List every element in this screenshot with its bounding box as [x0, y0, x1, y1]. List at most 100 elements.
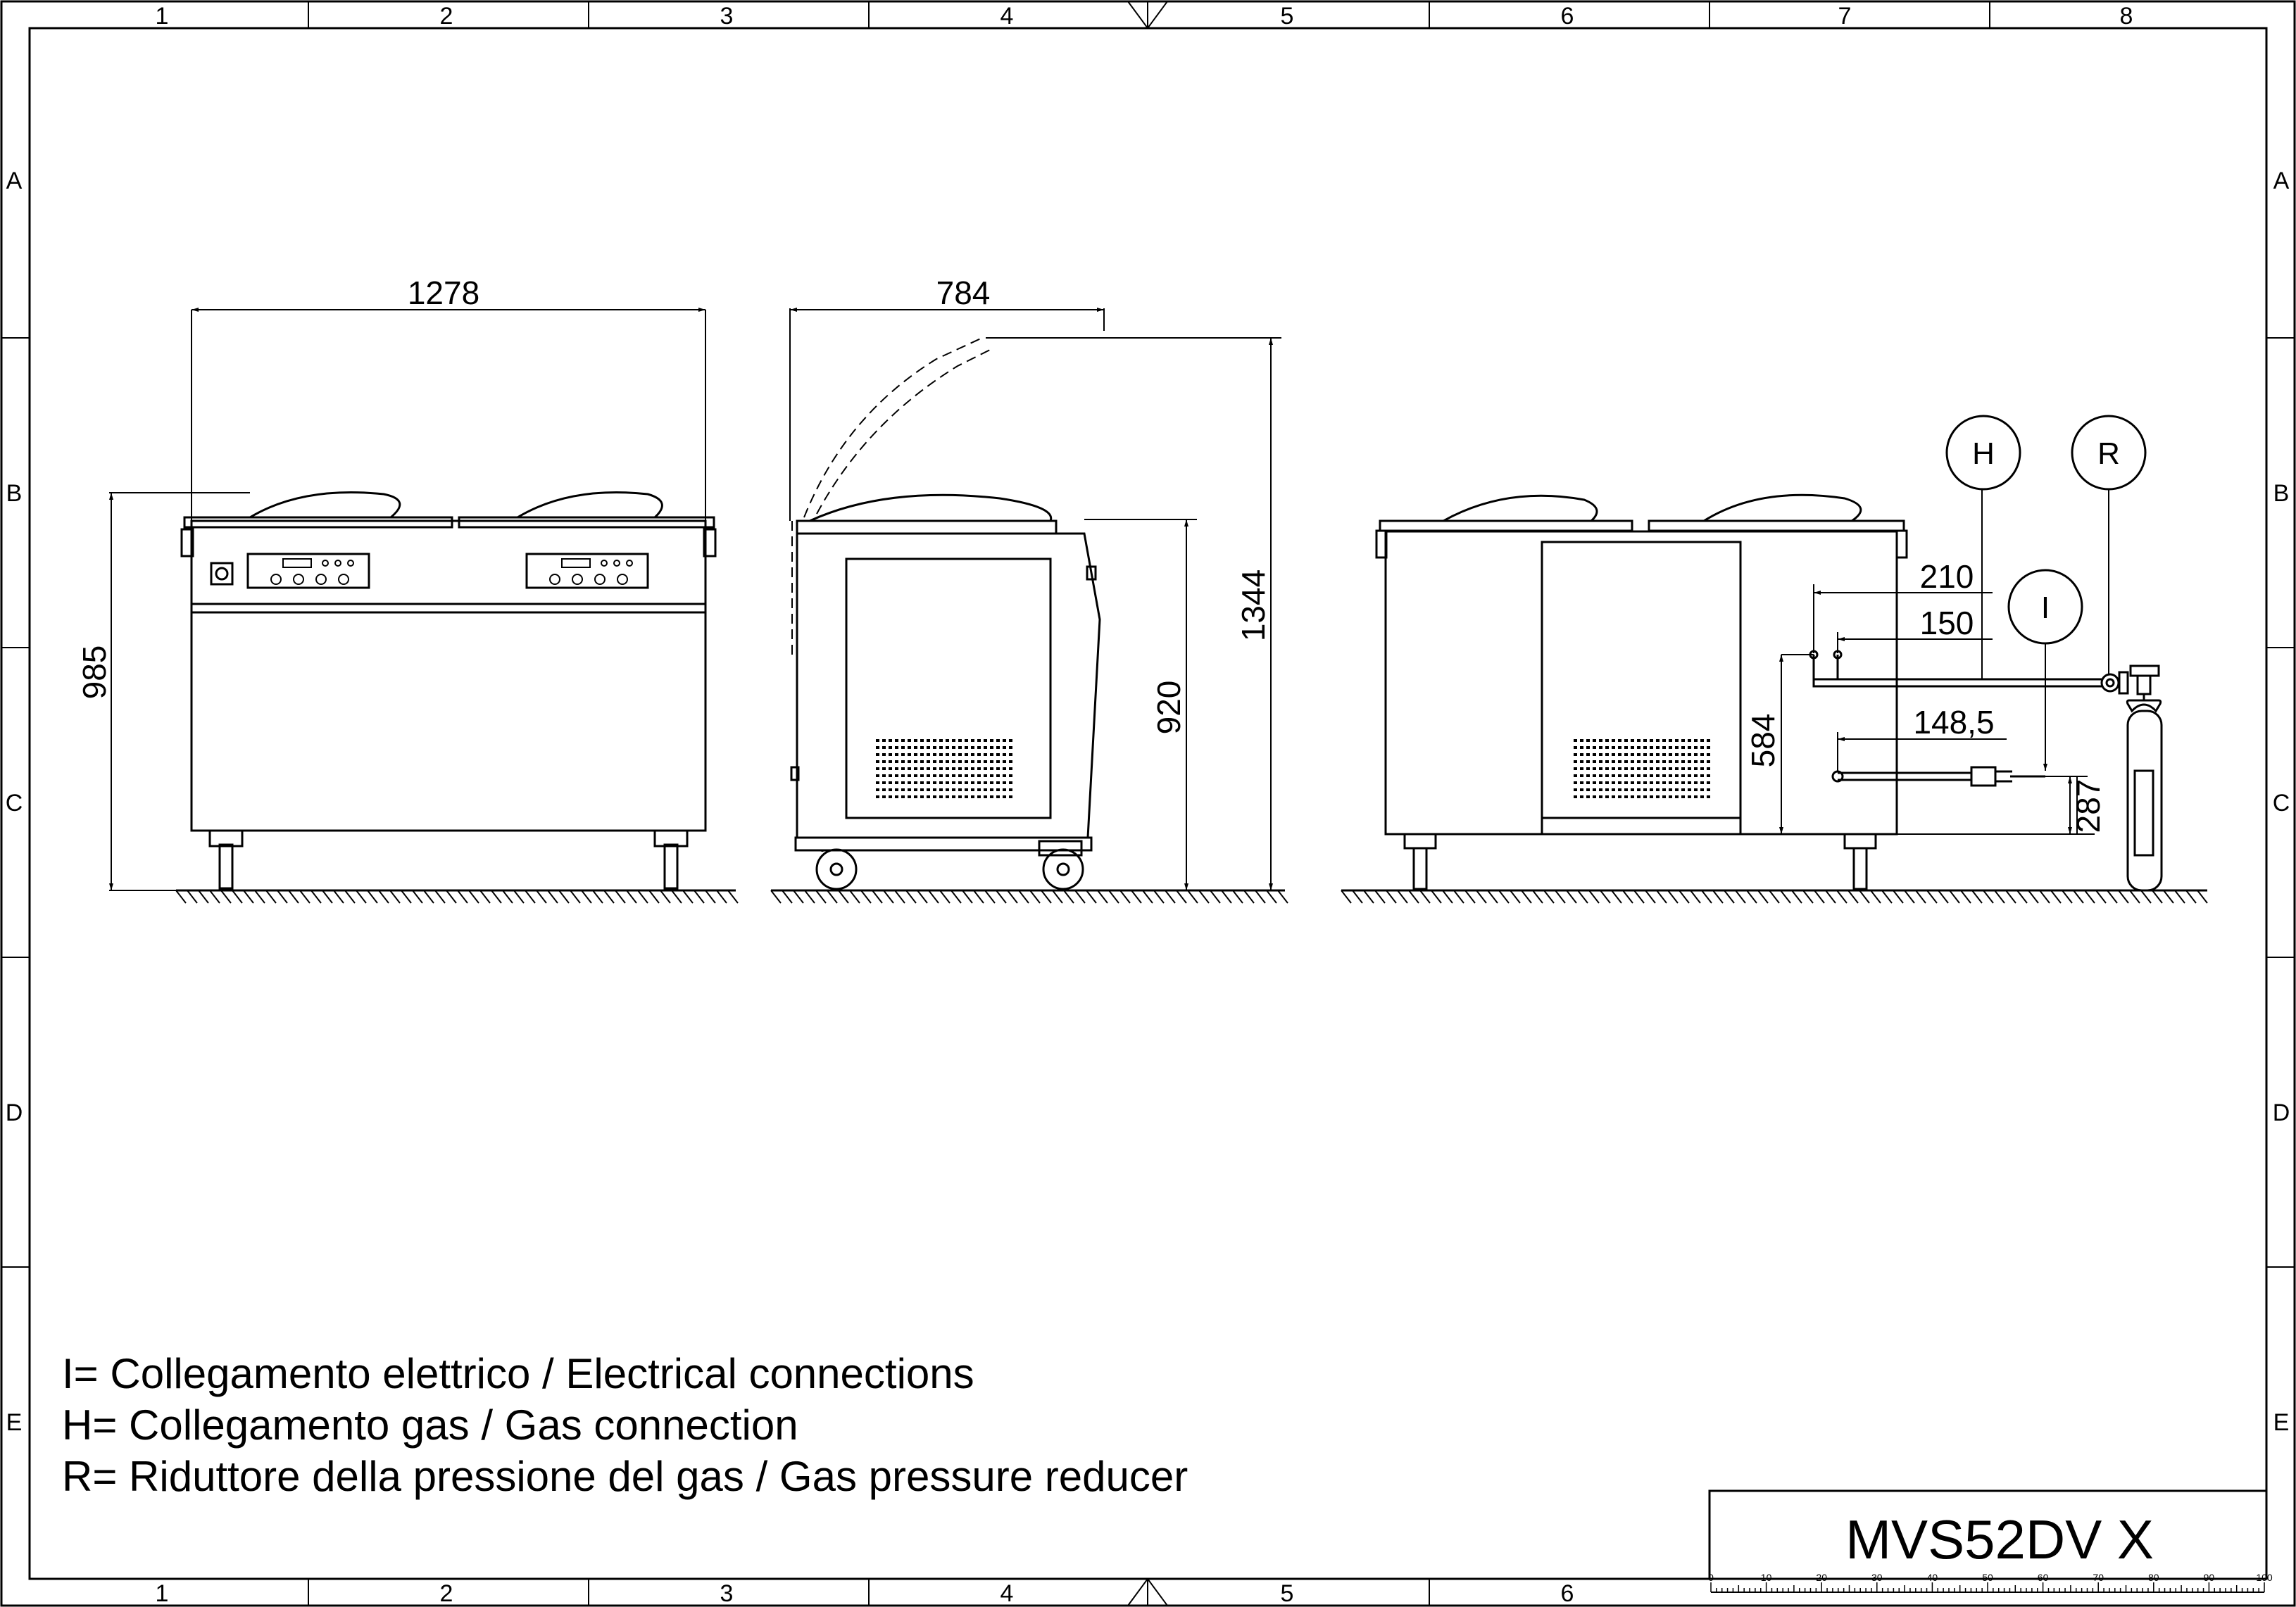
- vent-slot: [901, 781, 905, 784]
- floor-hatch-stroke: [716, 890, 727, 904]
- vent-slot: [882, 774, 886, 777]
- vent-slot: [1688, 767, 1691, 770]
- floor-hatch-stroke: [412, 890, 423, 904]
- side-vent-grille: [876, 739, 1012, 798]
- connection-lines: [1809, 650, 2163, 892]
- scale-tick-label: 0: [1708, 1572, 1714, 1583]
- vent-slot: [1003, 767, 1006, 770]
- vent-slot: [895, 781, 898, 784]
- floor-hatch-stroke: [243, 890, 254, 904]
- vent-slot: [1637, 788, 1641, 791]
- floor-hatch-stroke: [2140, 890, 2152, 904]
- vent-slot: [971, 739, 974, 742]
- vent-slot: [895, 753, 898, 756]
- floor-hatch-stroke: [1949, 890, 1960, 904]
- vent-slot: [1643, 795, 1647, 798]
- vent-slot: [933, 788, 936, 791]
- grid-row-b: B: [6, 480, 23, 507]
- floor-hatch-stroke: [827, 890, 838, 904]
- grid-col-bottom-3: 3: [720, 1580, 734, 1607]
- vent-slot: [1688, 795, 1691, 798]
- floor-hatch-stroke: [2073, 890, 2084, 904]
- vent-slot: [939, 795, 943, 798]
- floor-hatch-stroke: [1633, 890, 1645, 904]
- dim-gas-height: 584: [1745, 714, 1781, 768]
- vent-slot: [882, 795, 886, 798]
- vent-slot: [1669, 788, 1672, 791]
- vent-slot: [1700, 774, 1704, 777]
- grid-row-labels-left: A B C D E: [6, 168, 23, 1436]
- floor-hatch-stroke: [232, 890, 243, 904]
- vent-slot: [1599, 739, 1602, 742]
- vent-slot: [1624, 788, 1628, 791]
- floor-hatch-stroke: [1232, 890, 1243, 904]
- grid-col-7: 7: [1838, 3, 1852, 30]
- floor-hatch-stroke: [860, 890, 872, 904]
- vent-slot: [901, 753, 905, 756]
- floor-hatch-stroke: [1176, 890, 1187, 904]
- floor-hatch-stroke: [2174, 890, 2185, 904]
- dim-side-height-open: 1344: [1235, 569, 1272, 641]
- vent-slot: [952, 739, 955, 742]
- vent-slot: [1631, 767, 1634, 770]
- vent-slot: [1662, 781, 1666, 784]
- floor-hatch-stroke: [1397, 890, 1408, 904]
- floor-hatch-stroke: [727, 890, 739, 904]
- vent-slot: [1656, 781, 1660, 784]
- vent-slot: [1694, 760, 1698, 763]
- floor-hatch-stroke: [1510, 890, 1521, 904]
- floor-hatch-stroke: [1994, 890, 2005, 904]
- vent-slot: [1656, 788, 1660, 791]
- grid-row-d: D: [6, 1099, 23, 1126]
- vent-slot: [1612, 781, 1615, 784]
- vent-slot: [1656, 774, 1660, 777]
- vent-slot: [946, 739, 949, 742]
- floor-hatch-stroke: [1442, 890, 1453, 904]
- floor-hatch-stroke: [1791, 890, 1802, 904]
- vent-slot: [1003, 774, 1006, 777]
- vent-slot: [920, 767, 924, 770]
- floor-hatch-stroke: [1645, 890, 1656, 904]
- floor-hatch-stroke: [2039, 890, 2050, 904]
- vent-slot: [933, 774, 936, 777]
- vent-slot: [908, 788, 911, 791]
- vent-slot: [889, 739, 892, 742]
- dim-front-height: 985: [76, 645, 113, 700]
- floor-hatching: [175, 890, 2208, 904]
- floor-hatch-stroke: [1097, 890, 1108, 904]
- side-view: [790, 493, 1101, 890]
- vent-slot: [965, 767, 968, 770]
- callout-i: I: [2007, 569, 2083, 645]
- floor-hatch-stroke: [1757, 890, 1769, 904]
- grid-row-a-right: A: [2273, 168, 2290, 194]
- vent-slot: [1009, 746, 1012, 749]
- grid-col-bottom-4: 4: [1000, 1580, 1014, 1607]
- vent-slot: [882, 753, 886, 756]
- vent-slot: [939, 781, 943, 784]
- vent-slot: [1669, 760, 1672, 763]
- vent-slot: [1631, 774, 1634, 777]
- vent-slot: [1618, 760, 1621, 763]
- floor-hatch-stroke: [1746, 890, 1757, 904]
- vent-slot: [1662, 753, 1666, 756]
- vent-slot: [882, 746, 886, 749]
- vent-slot: [977, 795, 981, 798]
- floor-hatch-stroke: [389, 890, 401, 904]
- vent-slot: [1605, 746, 1609, 749]
- grid-column-labels-top: 1 2 3 4 5 6 7 8: [156, 3, 2133, 30]
- floor-hatch-stroke: [2118, 890, 2129, 904]
- vent-slot: [1662, 739, 1666, 742]
- vent-slot: [1650, 746, 1653, 749]
- vent-slot: [1003, 746, 1006, 749]
- vent-slot: [914, 767, 917, 770]
- floor-hatch-stroke: [1419, 890, 1431, 904]
- vent-slot: [1624, 746, 1628, 749]
- vent-slot: [971, 746, 974, 749]
- vent-slot: [876, 753, 879, 756]
- grid-col-bottom-6: 6: [1561, 1580, 1574, 1607]
- floor-hatch-stroke: [344, 890, 356, 904]
- floor-hatch-stroke: [2028, 890, 2039, 904]
- vent-slot: [876, 739, 879, 742]
- vent-slot: [933, 739, 936, 742]
- vent-slot: [984, 760, 987, 763]
